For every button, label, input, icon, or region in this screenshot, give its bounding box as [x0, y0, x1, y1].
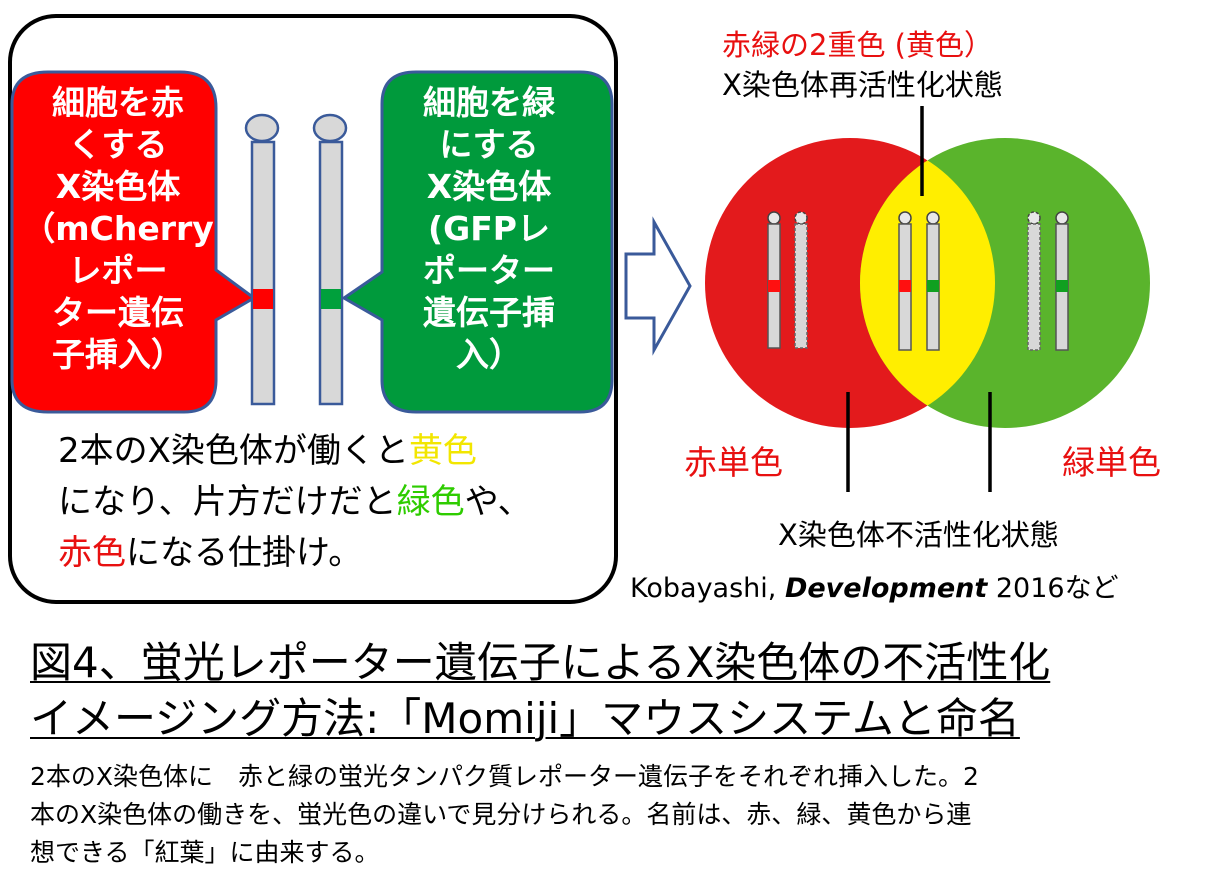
chromosome-left-centromere	[244, 113, 280, 143]
yellow-word: 黄色	[408, 431, 477, 471]
caption-line: 2本のX染色体に 赤と緑の蛍光タンパク質レポーター遺伝子をそれぞれ挿入した。2	[30, 762, 979, 791]
inactivation-state-label: X染色体不活性化状態	[778, 518, 1059, 552]
green-bubble-line: にする	[439, 125, 539, 164]
green-bubble-line: 細胞を緑	[423, 83, 555, 122]
green-bubble-line: (GFPレ	[428, 209, 550, 248]
caption-line: 想できる「紅葉」に由来する。	[30, 838, 380, 867]
red-bubble-line: X染色体	[55, 167, 181, 206]
chromosome-right-centromere	[312, 113, 348, 143]
green-single-label: 緑単色	[1062, 443, 1161, 482]
desc-line-3: 赤色になる仕掛け。	[58, 528, 618, 579]
citation-year: 2016など	[987, 573, 1119, 604]
chromosome-right	[318, 140, 344, 406]
red-bubble-line: 子挿入）	[52, 335, 184, 374]
green-word: 緑色	[396, 482, 465, 522]
red-word: 赤色	[58, 533, 126, 573]
green-bubble-text: 細胞を緑 にする X染色体 (GFPレ ポーター 遺伝子挿 入）	[378, 82, 600, 412]
desc-text: や、	[464, 482, 532, 522]
red-bubble-line: （mCherry	[22, 209, 214, 248]
figure-title-line-2: イメージング方法:「Momiji」マウスシステムと命名	[30, 694, 1020, 743]
red-speech-bubble	[10, 70, 257, 414]
citation: Kobayashi, Development 2016など	[630, 566, 1119, 605]
explanation-panel	[8, 14, 618, 604]
red-bubble-line: くする	[68, 125, 168, 164]
chromosome-inactive-red	[1027, 223, 1041, 351]
green-bubble-line: 遺伝子挿	[423, 293, 555, 332]
desc-text: になる仕掛け。	[126, 533, 363, 573]
green-reporter-band	[321, 289, 341, 309]
yellow-overlap	[860, 138, 995, 428]
red-single-label: 赤単色	[684, 443, 783, 482]
red-bubble-line: 細胞を赤	[52, 83, 184, 122]
green-bubble-line: X染色体	[426, 167, 552, 206]
panel-description: 2本のX染色体が働くと黄色 になり、片方だけだと緑色や、 赤色になる仕掛け。	[58, 426, 618, 579]
desc-line-1: 2本のX染色体が働くと黄色	[58, 426, 618, 477]
green-bubble-line: 入）	[456, 335, 522, 374]
right-arrow-icon	[624, 216, 692, 356]
figure-title-line-1: 図4、蛍光レポーター遺伝子によるX染色体の不活性化	[30, 638, 1051, 687]
citation-journal: Development	[784, 573, 988, 604]
reactivation-state-label: X染色体再活性化状態	[722, 68, 1003, 102]
citation-author: Kobayashi,	[630, 573, 785, 604]
double-color-label: 赤緑の2重色 (黄色）	[722, 28, 993, 62]
caption-line: 本のX染色体の働きを、蛍光色の違いで見分けられる。名前は、赤、緑、黄色から連	[30, 800, 972, 829]
figure-caption: 2本のX染色体に 赤と緑の蛍光タンパク質レポーター遺伝子をそれぞれ挿入した。2 …	[30, 758, 1220, 872]
desc-text: 2本のX染色体が働くと	[58, 431, 409, 471]
red-reporter-band	[253, 289, 273, 309]
red-bubble-text: 細胞を赤 くする X染色体 （mCherry レポー ター遺伝 子挿入）	[18, 82, 218, 412]
desc-text: になり、片方だけだと	[58, 482, 397, 522]
green-speech-bubble	[341, 70, 614, 414]
chromosome-left	[250, 140, 276, 406]
red-bubble-line: ター遺伝	[52, 293, 184, 332]
desc-line-2: になり、片方だけだと緑色や、	[58, 477, 618, 528]
green-bubble-line: ポーター	[423, 251, 555, 290]
chromosome-inactive-green	[794, 223, 808, 349]
red-bubble-line: レポー	[68, 251, 168, 290]
